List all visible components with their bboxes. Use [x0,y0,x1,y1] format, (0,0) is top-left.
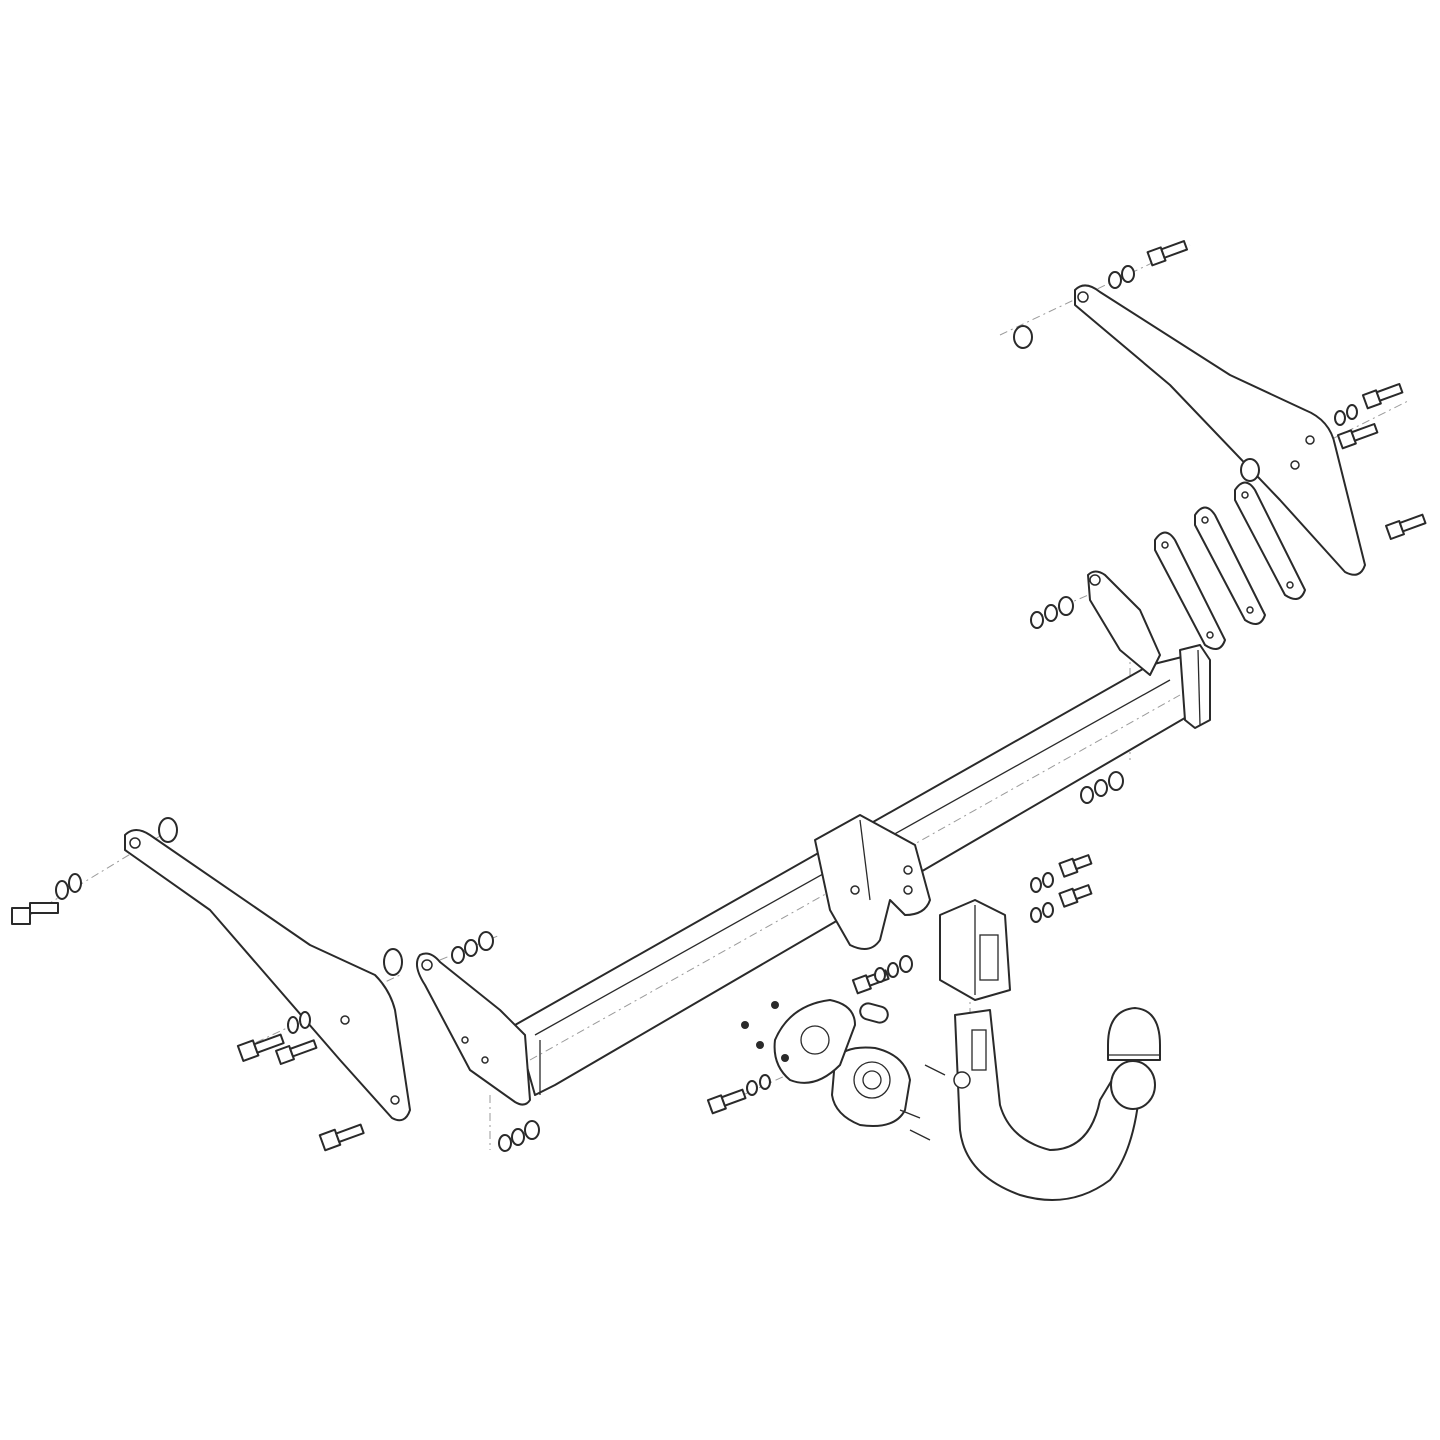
bolt [318,1123,365,1152]
bolt [1336,423,1379,450]
bolt [1058,884,1093,908]
spacer-plates [1154,458,1306,650]
receiver-housing [939,899,1011,1001]
right-side-bracket-arm [1074,284,1366,576]
spacer-plate [1194,506,1266,625]
spacer-plate [1234,481,1306,600]
bolt [275,1039,318,1065]
bolt [11,902,59,925]
bolt [706,1088,747,1115]
bolt [1385,513,1427,540]
center-clamp-bracket [814,814,931,950]
release-knob [953,1071,971,1089]
spacer-ring [1240,458,1260,482]
left-side-bracket-arm [124,829,411,1122]
right-crossbar-mount-plate [1087,570,1161,676]
electrical-socket [831,1046,911,1127]
socket-bracket-tab [859,1002,889,1024]
spacer-plate [1154,531,1226,650]
bolt [1058,854,1093,878]
left-crossbar-mount-plate [415,952,531,1106]
bolt [1361,383,1404,410]
swan-neck-tow-hook [953,1009,1141,1201]
bolt [1146,240,1189,267]
bolt [236,1033,285,1062]
washers-and-nuts [55,265,1358,1152]
socket-mounting-plate [773,999,889,1084]
bolts [11,240,1427,1152]
tow-ball [1107,1007,1161,1110]
socket-fasteners [741,1001,946,1141]
crossbar-end-flange [1179,644,1211,729]
